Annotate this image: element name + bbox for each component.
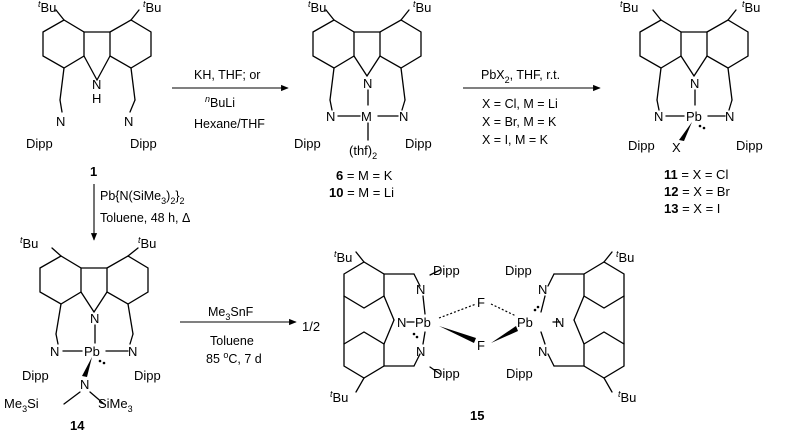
imine-n-label: N [416,344,425,359]
tbu-label: tBu [138,235,156,251]
imine-n-label: N [124,114,133,129]
fluoride-label: F [477,338,485,353]
imine-n-label: N [725,109,734,124]
lead-label: Pb [415,315,431,330]
condition-line: KH, THF; or [194,68,260,82]
metal-label: M [361,109,372,124]
tbu-label: tBu [38,0,56,15]
imine-n-label: N [128,344,137,359]
dipp-label: Dipp [628,138,655,153]
imine-n-label: N [538,344,547,359]
condition-line: X = Br, M = K [482,115,557,129]
condition-line: X = Cl, M = Li [482,97,558,111]
arrow-6-to-11: PbX2, THF, r.t. X = Cl, M = Li X = Br, M… [463,68,601,147]
condition-line: PbX2, THF, r.t. [481,68,560,85]
tbu-label: tBu [742,0,760,15]
carbazole-n-label: N [555,315,564,330]
compound-caption-12: 12 = X = Br [664,184,730,199]
imine-n-label: N [399,109,408,124]
dipp-label: Dipp [134,368,161,383]
compound-caption-13: 13 = X = I [664,201,720,216]
tbu-label: tBu [334,249,352,265]
condition-line: 85 oC, 7 d [206,350,262,366]
amine-n-label: N [92,77,101,92]
condition-line: Hexane/THF [194,117,265,131]
imine-n-label: N [56,114,65,129]
carbazole-n-label: N [690,76,699,91]
compound-number-1: 1 [90,164,97,179]
lead-label: Pb [84,344,100,359]
lead-label: Pb [517,315,533,330]
imine-n-label: N [326,109,335,124]
dipp-label: Dipp [433,263,460,278]
compound-number-15: 15 [470,408,484,423]
carbazole-n-label: N [363,76,372,91]
stoichiometry-label: 1/2 [302,319,320,334]
carbazole-n-label: N [90,311,99,326]
compound-caption-10: 10 = M = Li [329,185,394,200]
dipp-label: Dipp [26,136,53,151]
dipp-label: Dipp [294,136,321,151]
amine-h-label: H [92,91,101,106]
dipp-label: Dipp [22,368,49,383]
fluoride-label: F [477,295,485,310]
imine-n-label: N [50,344,59,359]
condition-line: nBuLi [205,94,235,110]
dipp-label: Dipp [506,366,533,381]
imine-n-label: N [416,282,425,297]
condition-line: Pb{N(SiMe3)2}2 [100,189,185,206]
tbu-label: tBu [620,0,638,15]
compound-1: tBu tBu N H N N Dipp Dipp 1 [26,0,161,179]
tbu-label: tBu [330,389,348,405]
compound-14: tBu tBu N N Pb N Dipp Dipp N Me3Si SiMe3… [4,235,161,433]
tbu-label: tBu [308,0,326,15]
tbu-label: tBu [618,389,636,405]
condition-line: Toluene [210,334,254,348]
dipp-label: Dipp [130,136,157,151]
trimethylsilyl-label: Me3Si [4,396,39,414]
dipp-label: Dipp [433,366,460,381]
imine-n-label: N [654,109,663,124]
lead-label: Pb [686,109,702,124]
compound-caption-6: 6 = M = K [336,168,393,183]
condition-line: Me3SnF [208,305,254,322]
tbu-label: tBu [143,0,161,15]
arrow-14-to-15: Me3SnF Toluene 85 oC, 7 d [180,305,297,366]
amide-n-label: N [80,377,89,392]
imine-n-label: N [538,282,547,297]
tbu-label: tBu [616,249,634,265]
compound-15: 1/2 [302,249,636,423]
compound-caption-11: 11 = X = Cl [664,167,728,182]
compound-6-10: tBu tBu N N M N Dipp Dipp (thf)2 6 = M =… [294,0,432,200]
trimethylsilyl-label: SiMe3 [98,396,133,414]
dipp-label: Dipp [405,136,432,151]
tbu-label: tBu [413,0,431,15]
compound-11-13: tBu tBu N N Pb N X Dipp Dipp 11 = X = Cl… [620,0,763,216]
thf-ligand-label: (thf)2 [349,143,377,161]
dipp-label: Dipp [736,138,763,153]
condition-line: Toluene, 48 h, Δ [100,211,190,225]
arrow-1-to-6: KH, THF; or nBuLi Hexane/THF [172,68,289,131]
halide-label: X [672,140,681,155]
arrow-1-to-14: Pb{N(SiMe3)2}2 Toluene, 48 h, Δ [90,184,190,241]
condition-line: X = I, M = K [482,133,549,147]
tbu-label: tBu [20,235,38,251]
carbazole-n-label: N [397,315,406,330]
compound-number-14: 14 [70,418,85,433]
dipp-label: Dipp [505,263,532,278]
